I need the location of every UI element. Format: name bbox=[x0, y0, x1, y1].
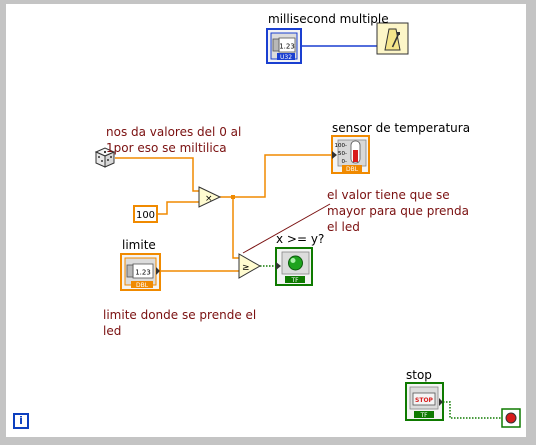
wire-junction bbox=[231, 195, 235, 199]
comment-random: nos da valores del 0 al 1por eso se milt… bbox=[106, 124, 241, 156]
constant-value: 100 bbox=[136, 210, 155, 221]
random-number-dice-icon[interactable] bbox=[94, 147, 116, 168]
comment-limit-line: limite donde se prende el bbox=[103, 308, 257, 322]
sensor-label: sensor de temperatura bbox=[332, 121, 471, 135]
comment-limit: limite donde se prende el led bbox=[103, 307, 256, 339]
thermo-tick-low: 0- bbox=[342, 159, 347, 165]
comment-compare-line: el led bbox=[327, 220, 360, 234]
limite-numeric-text: 1.23 bbox=[135, 269, 151, 277]
stop-button-text: STOP bbox=[415, 397, 434, 404]
info-icon[interactable]: i bbox=[13, 413, 29, 429]
ms-datatype-text: U32 bbox=[280, 54, 292, 61]
comment-compare-line: mayor para que prenda bbox=[327, 204, 469, 218]
millisecond-multiple-label: millisecond multiple bbox=[268, 12, 389, 26]
wire-multiply-to-compare bbox=[232, 197, 239, 259]
compare-output-label: x >= y? bbox=[276, 232, 325, 246]
ms-numeric-text: 1.23 bbox=[279, 43, 295, 51]
limite-label: limite bbox=[122, 238, 156, 252]
multiplier-constant[interactable]: 100 bbox=[133, 205, 158, 223]
limite-control[interactable]: 1.23 DBL bbox=[120, 253, 161, 291]
thermo-tick-mid: 50- bbox=[338, 151, 347, 157]
stop-button-terminal[interactable]: STOP TF bbox=[405, 382, 444, 421]
multiply-function[interactable]: × bbox=[198, 186, 222, 208]
wire-random-to-multiply bbox=[115, 157, 199, 192]
sensor-datatype-text: DBL bbox=[346, 166, 359, 173]
stop-datatype-text: TF bbox=[419, 412, 428, 419]
limite-datatype-text: DBL bbox=[136, 282, 149, 289]
millisecond-multiple-terminal[interactable]: 1.23 U32 bbox=[266, 28, 302, 64]
wire-multiply-to-sensor bbox=[220, 154, 332, 198]
comment-limit-line: led bbox=[103, 324, 122, 338]
comment-compare: el valor tiene que se mayor para que pre… bbox=[327, 187, 469, 235]
diagram-canvas bbox=[6, 4, 526, 437]
thermo-tick-high: 100- bbox=[335, 143, 347, 149]
multiply-icon: × bbox=[205, 194, 213, 204]
loop-condition-icon[interactable] bbox=[501, 408, 521, 428]
led-datatype-text: TF bbox=[290, 277, 299, 284]
comment-random-line: nos da valores del 0 al bbox=[106, 125, 242, 139]
stop-label: stop bbox=[406, 368, 432, 382]
sensor-temperature-indicator[interactable]: 100- 50- 0- DBL bbox=[331, 135, 370, 174]
comment-compare-line: el valor tiene que se bbox=[327, 188, 450, 202]
wait-ms-metronome-icon[interactable] bbox=[376, 22, 409, 55]
wire-constant-to-multiply bbox=[157, 201, 199, 215]
comment-pointer bbox=[242, 203, 331, 254]
comment-random-line: 1por eso se miltilica bbox=[106, 141, 227, 155]
greater-or-equal-function[interactable]: ≥ bbox=[238, 253, 262, 279]
wires bbox=[115, 45, 502, 419]
led-indicator[interactable]: TF bbox=[275, 247, 313, 286]
wire-stop-to-condition bbox=[443, 401, 502, 419]
scrollbar-edge bbox=[526, 4, 532, 437]
greater-equal-icon: ≥ bbox=[242, 263, 250, 273]
